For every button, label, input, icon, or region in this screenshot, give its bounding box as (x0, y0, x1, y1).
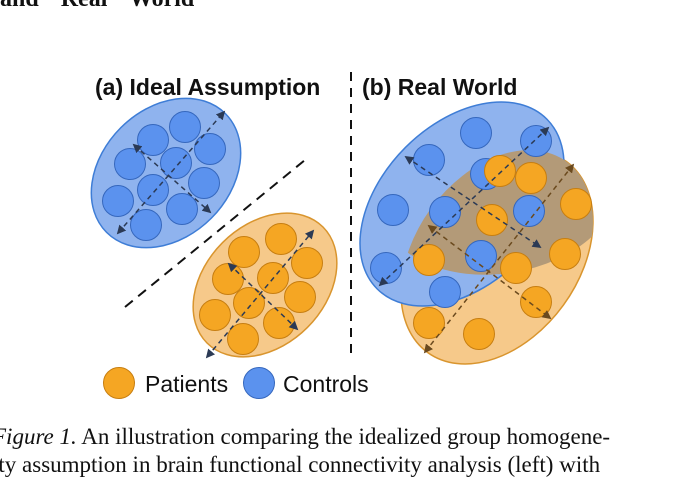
control-dot (429, 276, 461, 308)
control-dot (166, 193, 198, 225)
patient-dot (484, 155, 516, 187)
patient-dot (520, 286, 552, 318)
control-dot (513, 195, 545, 227)
control-dot (130, 209, 162, 241)
patient-dot (560, 188, 592, 220)
cut-off-heading: and Real World (0, 0, 700, 16)
patient-dot (549, 238, 581, 270)
patient-dot (265, 223, 297, 255)
control-dot (370, 252, 402, 284)
caption-text-2: ity assumption in brain functional conne… (0, 452, 601, 477)
figure-caption: Figure 1. An illustration comparing the … (0, 423, 700, 479)
patient-dot (212, 263, 244, 295)
control-dot (377, 194, 409, 226)
legend-patients-swatch (103, 367, 135, 399)
patient-dot (463, 318, 495, 350)
cut-heading-word-3: World (129, 0, 194, 12)
panel-title-real: (b) Real World (362, 74, 517, 100)
control-dot (429, 196, 461, 228)
cut-heading-word-1: and (0, 0, 39, 12)
patient-dot (476, 204, 508, 236)
control-dot (460, 117, 492, 149)
control-dot (413, 144, 445, 176)
patient-dot (413, 244, 445, 276)
patient-dot (284, 281, 316, 313)
caption-label: Figure 1. (0, 424, 77, 449)
controls-axis-arrow-minor (132, 143, 212, 214)
figure-diagram: (a) Ideal Assumption (b) Real World (90, 72, 594, 399)
caption-text-1: An illustration comparing the idealized … (81, 424, 611, 449)
control-dot (137, 174, 169, 206)
patient-dot (515, 162, 547, 194)
patient-dot (413, 307, 445, 339)
controls-axis-arrow-real (378, 126, 550, 287)
panel-title-ideal: (a) Ideal Assumption (95, 74, 320, 100)
control-dot (520, 125, 552, 157)
control-dot (188, 167, 220, 199)
control-dot (102, 185, 134, 217)
cut-heading-word-2: Real (61, 0, 108, 12)
patient-dot (500, 252, 532, 284)
legend-patients-label: Patients (145, 371, 228, 397)
patients-axis-arrow-real-minor (427, 224, 552, 320)
patients-axis-arrow-minor (227, 262, 299, 331)
caption-line-1: Figure 1. An illustration comparing the … (0, 423, 700, 451)
control-dot (137, 124, 169, 156)
control-dot (194, 133, 226, 165)
control-dot (160, 147, 192, 179)
legend-controls-swatch (243, 367, 275, 399)
caption-line-2: ity assumption in brain functional conne… (0, 451, 700, 479)
decision-boundary (124, 159, 306, 308)
patient-dot (228, 236, 260, 268)
control-dot (169, 111, 201, 143)
control-dot (114, 148, 146, 180)
legend: Patients Controls (103, 367, 369, 399)
patient-dot (199, 299, 231, 331)
legend-controls-label: Controls (283, 371, 369, 397)
patient-dot (233, 287, 265, 319)
